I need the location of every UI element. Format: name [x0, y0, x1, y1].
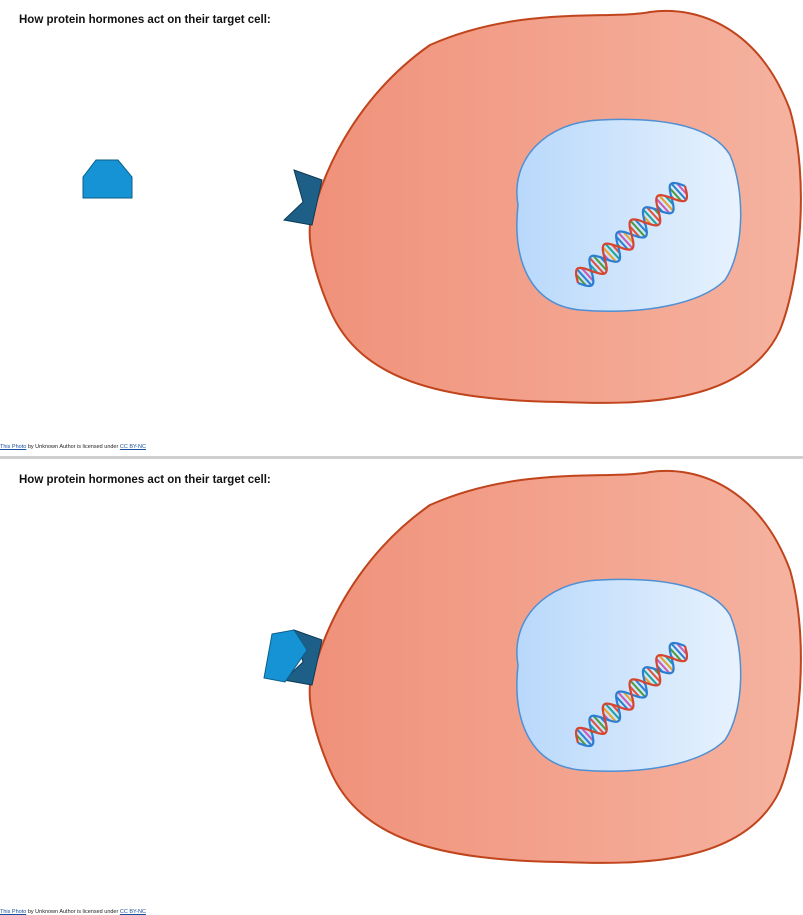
dna-base-pair: [668, 187, 683, 203]
dna-base-pair: [575, 733, 588, 747]
dna-base-pair: [592, 714, 608, 732]
dna-base-pair: [604, 702, 621, 721]
dna-base-pair: [668, 647, 683, 663]
slide-title: How protein hormones act on their target…: [19, 14, 271, 26]
dna-base-pair: [655, 197, 671, 215]
hormone-molecule-icon: [82, 159, 133, 199]
license-link[interactable]: CC BY-NC: [119, 909, 146, 915]
dna-base-pair: [575, 268, 593, 287]
dna-base-pair: [622, 230, 635, 244]
dna-base-pair: [601, 246, 618, 263]
dna-base-pair: [670, 182, 688, 201]
dna-base-pair: [616, 691, 634, 710]
dna-base-pair: [655, 657, 671, 675]
slide-1-diagram: [82, 9, 802, 404]
photo-credit: This Photo by Unknown Author is licensed…: [0, 444, 146, 450]
dna-base-pair: [575, 273, 588, 287]
dna-base-pair: [675, 642, 688, 656]
dna-base-pair: [604, 242, 621, 261]
dna-base-pair: [575, 728, 593, 747]
license-link[interactable]: CC BY-NC: [119, 444, 146, 450]
dna-helix-icon: [575, 181, 688, 288]
dna-base-pair: [645, 206, 662, 223]
slide-1: How protein hormones act on their target…: [0, 0, 803, 455]
credit-text: by Unknown Author is licensed under: [26, 444, 120, 450]
slide-title: How protein hormones act on their target…: [19, 474, 271, 486]
slide-separator: [0, 456, 803, 459]
dna-base-pair: [634, 218, 648, 234]
dna-base-pair: [634, 678, 648, 694]
dna-base-pair: [580, 726, 595, 742]
dna-base-pair: [642, 208, 659, 227]
dna-base-pair: [658, 654, 675, 672]
dna-base-pair: [601, 706, 618, 723]
dna-base-pair: [658, 194, 675, 212]
dna-base-pair: [645, 666, 662, 683]
dna-base-pair: [592, 254, 608, 272]
photo-credit: This Photo by Unknown Author is licensed…: [0, 909, 146, 915]
dna-base-pair: [615, 695, 629, 711]
dna-base-pair: [642, 668, 659, 687]
slide-2: How protein hormones act on their target…: [0, 460, 803, 915]
dna-base-pair: [629, 219, 647, 238]
dna-helix-icon: [575, 641, 688, 748]
dna-base-pair: [675, 182, 688, 196]
dna-backbone-strand: [575, 645, 688, 744]
dna-base-pair: [588, 717, 605, 735]
dna-backbone-strand: [575, 185, 688, 284]
hormone-molecule-icon: [263, 629, 308, 683]
nucleus: [516, 578, 742, 772]
dna-base-pair: [628, 225, 641, 239]
photo-link[interactable]: This Photo: [0, 444, 27, 450]
dna-base-pair: [588, 257, 605, 275]
slide-2-diagram: [263, 469, 802, 864]
dna-base-pair: [622, 690, 635, 704]
dna-base-pair: [670, 642, 688, 661]
credit-text: by Unknown Author is licensed under: [26, 909, 120, 915]
dna-base-pair: [628, 685, 641, 699]
photo-link[interactable]: This Photo: [0, 909, 27, 915]
dna-base-pair: [629, 679, 647, 698]
dna-base-pair: [615, 235, 629, 251]
receptor-icon: [282, 169, 323, 226]
dna-base-pair: [616, 231, 634, 250]
dna-base-pair: [580, 266, 595, 282]
nucleus: [516, 118, 742, 312]
